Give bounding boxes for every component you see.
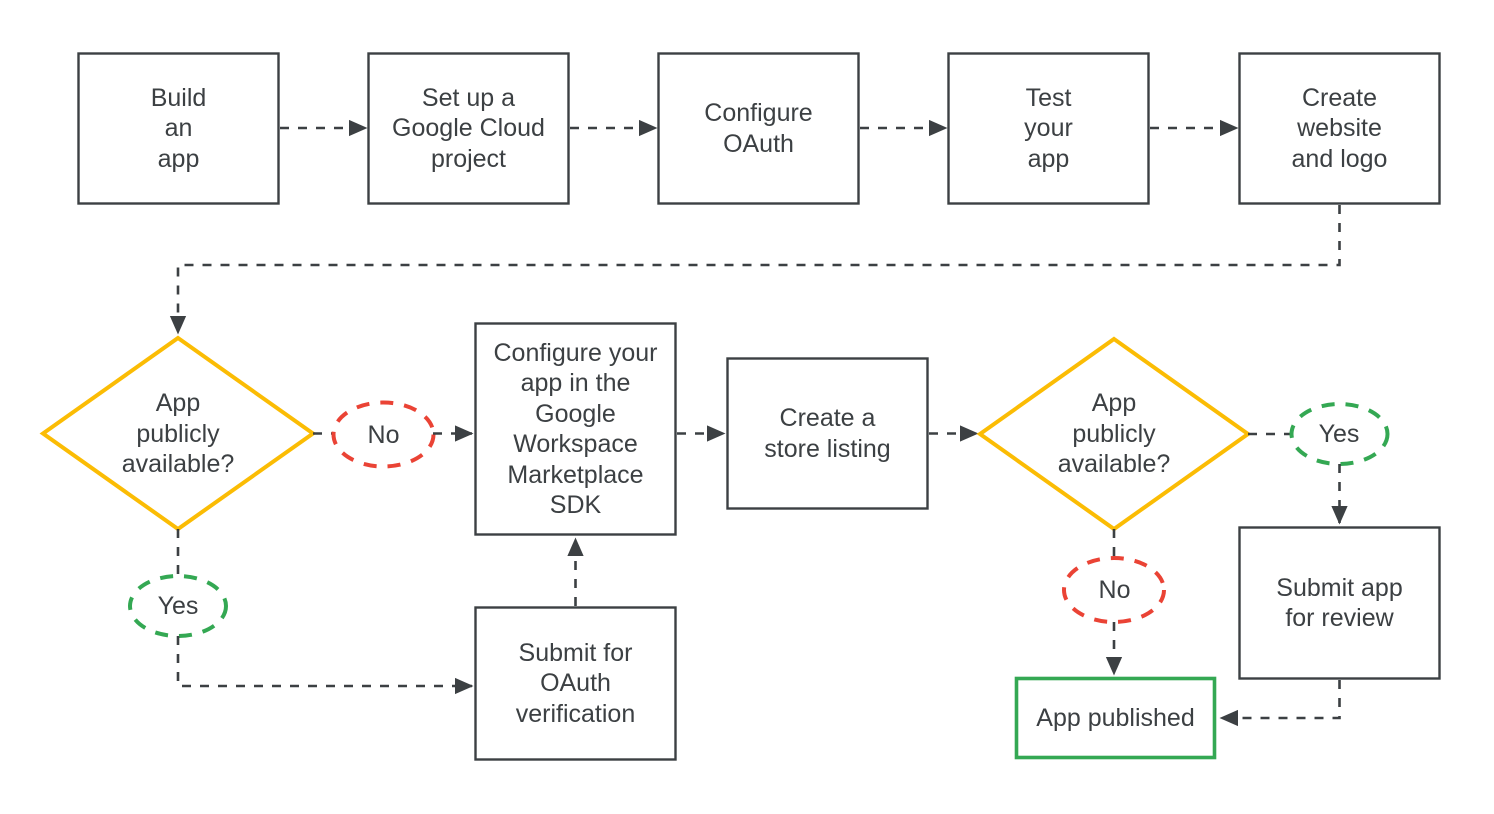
node-build-an-app [77, 52, 280, 205]
edge-label-no-right-ellipse [1062, 556, 1166, 624]
node-app-published [1014, 676, 1217, 760]
node-create-store-listing [726, 357, 929, 510]
node-create-website-and-logo [1238, 52, 1441, 205]
node-create-website-and-logo-hit[interactable] [1239, 53, 1440, 204]
node-submit-app-for-review-hit[interactable] [1239, 527, 1440, 679]
node-configure-app-sdk [474, 322, 677, 536]
node-configure-oauth [657, 52, 860, 205]
edge-label-yes-left-ellipse [128, 574, 228, 638]
node-decision-public-left-hit[interactable] [43, 338, 313, 529]
node-decision-public-right-hit[interactable] [980, 339, 1248, 529]
edge-label-yes-right-ellipse [1289, 402, 1390, 466]
node-setup-google-cloud-project-hit[interactable] [368, 53, 569, 204]
node-configure-app-sdk-hit[interactable] [475, 323, 676, 535]
node-build-an-app-hit[interactable] [78, 53, 279, 204]
node-setup-google-cloud-project [367, 52, 570, 205]
node-create-store-listing-hit[interactable] [727, 358, 928, 509]
node-app-published-hit[interactable] [1016, 678, 1215, 758]
edge-submit-review-to-app-published [1219, 680, 1341, 727]
node-configure-oauth-hit[interactable] [658, 53, 859, 204]
node-test-your-app-hit[interactable] [948, 53, 1149, 204]
node-submit-app-for-review [1238, 526, 1441, 680]
edge-yes-label-to-oauth-verification [176, 636, 474, 695]
node-test-your-app [947, 52, 1150, 205]
node-submit-oauth-verification [474, 606, 677, 761]
edge-create-website-to-decision-left [169, 205, 1341, 335]
node-submit-oauth-verification-hit[interactable] [475, 607, 676, 760]
edge-label-no-left-ellipse [331, 400, 436, 469]
